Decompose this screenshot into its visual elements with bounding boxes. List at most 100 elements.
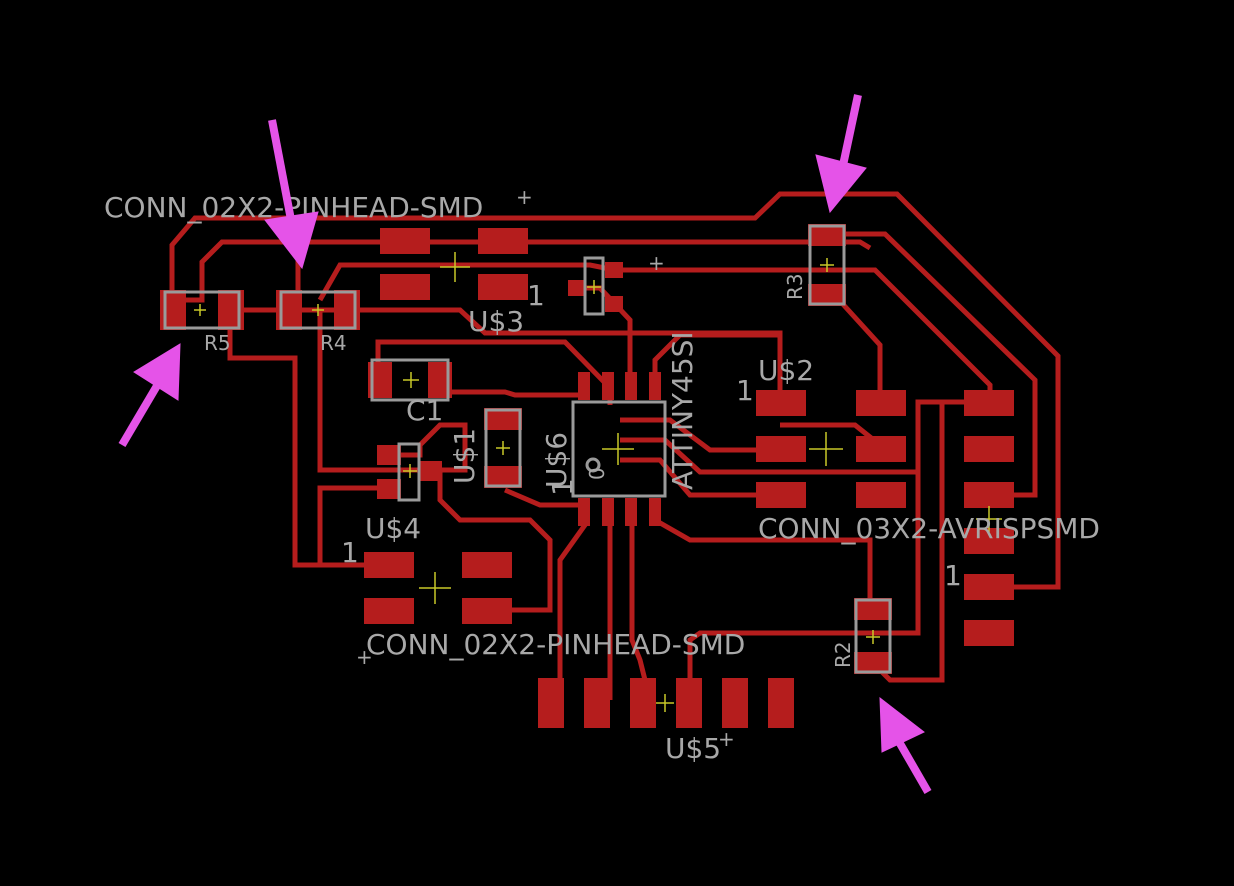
pad-u5-5: [722, 678, 748, 728]
pad-conn2-4: [462, 598, 512, 624]
pad-u2-3: [756, 436, 806, 462]
cross-u5: [656, 694, 674, 712]
label-attiny: ATTINY45SI: [666, 331, 699, 490]
pad-u4-1: [377, 445, 401, 465]
cross-r5: [194, 304, 206, 316]
pad-u5-1: [538, 678, 564, 728]
pad-ic-b2: [602, 498, 614, 526]
pad-u8-3: [964, 482, 1014, 508]
cross-u3: [440, 252, 470, 282]
label-r3: R3: [783, 273, 807, 300]
trace-u4-2: [317, 485, 390, 565]
trace-u4-3: [437, 470, 553, 613]
label-r2: R2: [831, 641, 855, 668]
cross-r3: [820, 258, 834, 272]
pad-conn2-3: [364, 598, 414, 624]
label-r5: R5: [204, 331, 231, 355]
outline-r3: [808, 224, 846, 306]
pad-u2-4: [856, 436, 906, 462]
pad-r2-a: [854, 598, 892, 620]
pad-u2-5: [756, 482, 806, 508]
trace-top-loop: [169, 191, 1061, 590]
pad-u2-1: [756, 390, 806, 416]
cross-r2: [866, 630, 880, 644]
pad-u5-6: [768, 678, 794, 728]
cross-c1: [403, 372, 419, 388]
annotation-arrows: [118, 94, 932, 794]
copper-pads: [160, 224, 1014, 728]
pad-u8-1: [964, 390, 1014, 416]
outline-c1: [370, 358, 450, 402]
pad-u2-2: [856, 390, 906, 416]
outline-ic-dot: [585, 457, 601, 473]
trace-r5-down: [227, 310, 390, 568]
silkscreen-labels: CONN_02X2-PINHEAD-SMD + U$3 1 ATTINY45SI…: [104, 185, 1100, 765]
pad-u3-1: [380, 228, 430, 254]
cross-u8: [976, 506, 1002, 532]
label-conn-bottom: CONN_02X2-PINHEAD-SMD: [366, 628, 745, 661]
label-u2: U$2: [758, 354, 814, 387]
pad-u8-4: [964, 528, 1014, 554]
trace-mid-left: [355, 307, 783, 405]
label-attiny-plus: +: [648, 251, 665, 275]
pad-u3-4: [478, 274, 528, 300]
label-u4: U$4: [365, 512, 421, 545]
cross-sot: [587, 280, 601, 294]
copper-traces: [169, 191, 1061, 701]
pad-u4-3: [418, 461, 442, 481]
label-one-ic: 1: [546, 478, 579, 496]
label-conn-bottom-plus: +: [356, 645, 373, 669]
pad-u4-2: [377, 479, 401, 499]
trace-c1-right: [437, 380, 585, 398]
label-one-conn2: 1: [341, 536, 359, 569]
pad-u1-b: [484, 466, 522, 488]
pad-u3-3: [380, 274, 430, 300]
pad-sot-3: [605, 296, 623, 312]
label-u5: U$5: [665, 732, 721, 765]
outline-r4: [279, 290, 357, 330]
cross-r4: [312, 304, 324, 316]
pad-sot-1: [605, 262, 623, 278]
outline-u1: [484, 408, 522, 488]
pad-ic-b3: [625, 498, 637, 526]
arrow-up-left-icon: [118, 343, 181, 448]
outline-ic: [571, 400, 667, 498]
cross-conn2: [419, 572, 451, 604]
pad-ic-b4: [649, 498, 661, 526]
pad-sot-2: [568, 280, 586, 296]
outline-r5: [163, 290, 241, 330]
cross-u2: [809, 432, 843, 466]
cross-ic: [602, 433, 634, 465]
trace-bottom-right: [687, 399, 990, 700]
label-u6: U$6: [540, 432, 573, 488]
label-r4: R4: [320, 331, 347, 355]
pad-r3-b: [808, 284, 846, 306]
cross-u1: [496, 441, 510, 455]
trace-ic-left: [504, 487, 585, 508]
pad-ic-t1: [578, 372, 590, 400]
trace-r3-bottom: [828, 288, 883, 402]
pad-r3-a: [808, 224, 846, 246]
trace-ic-bottom1: [557, 510, 588, 700]
outline-sot: [583, 256, 605, 316]
arrow-down-right-icon: [815, 94, 867, 214]
pad-ic-t3: [625, 372, 637, 400]
outline-u4: [397, 442, 421, 502]
pad-u8-2: [964, 436, 1014, 462]
trace-ic-right4: [620, 457, 780, 498]
pad-ic-b1: [578, 498, 590, 526]
label-zero-ic: 0: [585, 467, 609, 480]
pad-ic-t4: [649, 372, 661, 400]
pad-u1-a: [484, 408, 522, 430]
trace-ic-right3: [620, 437, 918, 475]
pad-u3-2: [478, 228, 528, 254]
silkscreen-outlines: [163, 224, 892, 674]
pad-conn2-1: [364, 552, 414, 578]
pad-conn2-2: [462, 552, 512, 578]
label-one-u8: 1: [944, 559, 962, 592]
pad-u5-4: [676, 678, 702, 728]
pad-u8-6: [964, 620, 1014, 646]
trace-ic-right2: [620, 417, 780, 453]
label-u5-plus: +: [718, 727, 735, 751]
